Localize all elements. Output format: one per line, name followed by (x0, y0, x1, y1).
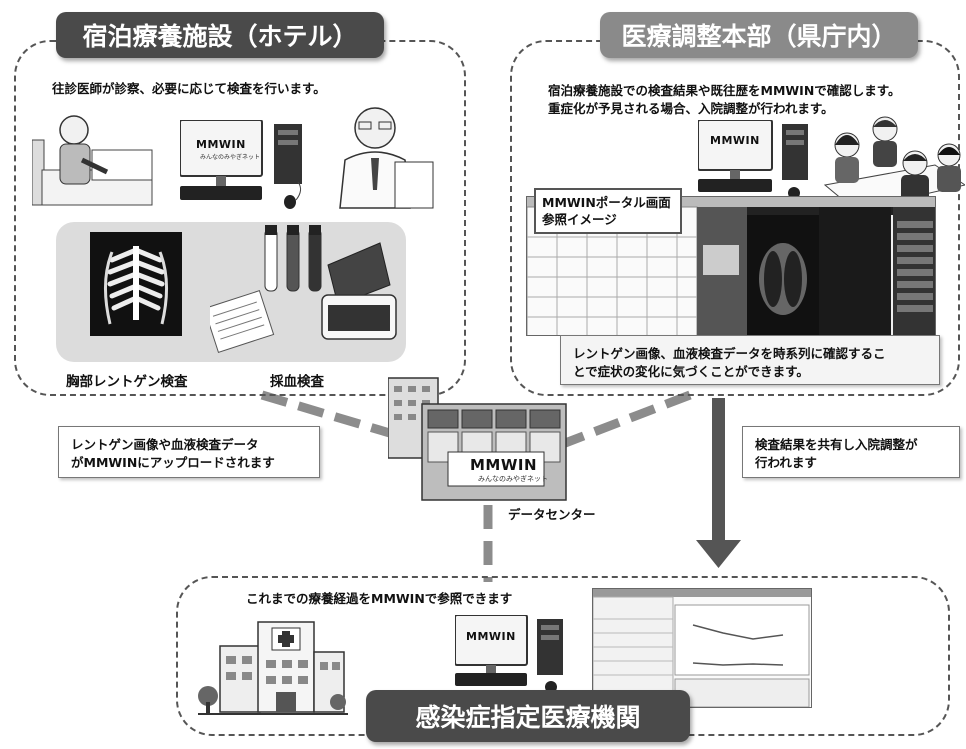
hospital-description: これまでの療養経過をMMWINで参照できます (246, 591, 513, 606)
hq-monitor-brand: MMWIN (710, 134, 760, 147)
hq-computer-illustration (698, 120, 808, 199)
upload-note: レントゲン画像や血液検査データ がMMWINにアップロードされます (58, 426, 320, 478)
share-note-line2: 行われます (755, 455, 817, 470)
hotel-description: 往診医師が診察、必要に応じて検査を行います。 (52, 81, 326, 96)
patient-illustration (32, 115, 153, 206)
hq-title: 医療調整本部（県庁内） (600, 12, 918, 58)
hospital-screenshot-graphic (593, 589, 811, 707)
datacenter-brand: MMWIN (470, 456, 538, 474)
portal-label-line2: 参照イメージ (542, 212, 617, 227)
blood-caption: 採血検査 (270, 374, 324, 390)
hq-callout-line1: レントゲン画像、血液検査データを時系列に確認するこ (573, 346, 886, 361)
hotel-monitor-brand: MMWIN (196, 138, 246, 151)
xray-film-icon (90, 232, 182, 336)
hq-callout: レントゲン画像、血液検査データを時系列に確認するこ とで症状の変化に気づくことが… (560, 335, 940, 385)
datacenter-servers-illustration (388, 377, 567, 501)
hotel-to-datacenter-line (260, 390, 432, 450)
portal-label: MMWINポータル画面 参照イメージ (534, 188, 682, 234)
datacenter-label: データセンター (508, 507, 596, 522)
blood-test-equipment-icon (210, 225, 397, 353)
hq-description-line2: 重症化が予見される場合、入院調整が行われます。 (548, 101, 834, 116)
share-arrow-head (696, 540, 741, 568)
hospital-title: 感染症指定医療機関 (366, 690, 690, 742)
hotel-monitor-brand-sub: みんなのみやぎネット (200, 154, 261, 161)
doctor-illustration (339, 107, 434, 209)
share-note: 検査結果を共有し入院調整が 行われます (742, 426, 960, 478)
hospital-computer-illustration (455, 615, 563, 693)
upload-note-line2: がMMWINにアップロードされます (71, 455, 275, 470)
hospital-monitor-brand: MMWIN (466, 630, 516, 643)
portal-label-line1: MMWINポータル画面 (542, 195, 671, 210)
hq-callout-line2: とで症状の変化に気づくことができます。 (573, 364, 809, 379)
hospital-screenshot (592, 588, 812, 708)
hq-description-line1: 宿泊療養施設での検査結果や既往歴をMMWINで確認します。 (548, 83, 901, 98)
hotel-computer-illustration (180, 120, 302, 209)
share-note-line1: 検査結果を共有し入院調整が (755, 437, 918, 452)
datacenter-brand-sub: みんなのみやぎネット (478, 475, 548, 483)
hospital-building-illustration (198, 621, 348, 715)
xray-caption: 胸部レントゲン検査 (66, 374, 188, 390)
upload-note-line1: レントゲン画像や血液検査データ (71, 437, 259, 452)
hq-to-datacenter-line (558, 390, 692, 450)
hotel-title: 宿泊療養施設（ホテル） (56, 12, 384, 58)
share-arrow-shaft (712, 398, 725, 542)
